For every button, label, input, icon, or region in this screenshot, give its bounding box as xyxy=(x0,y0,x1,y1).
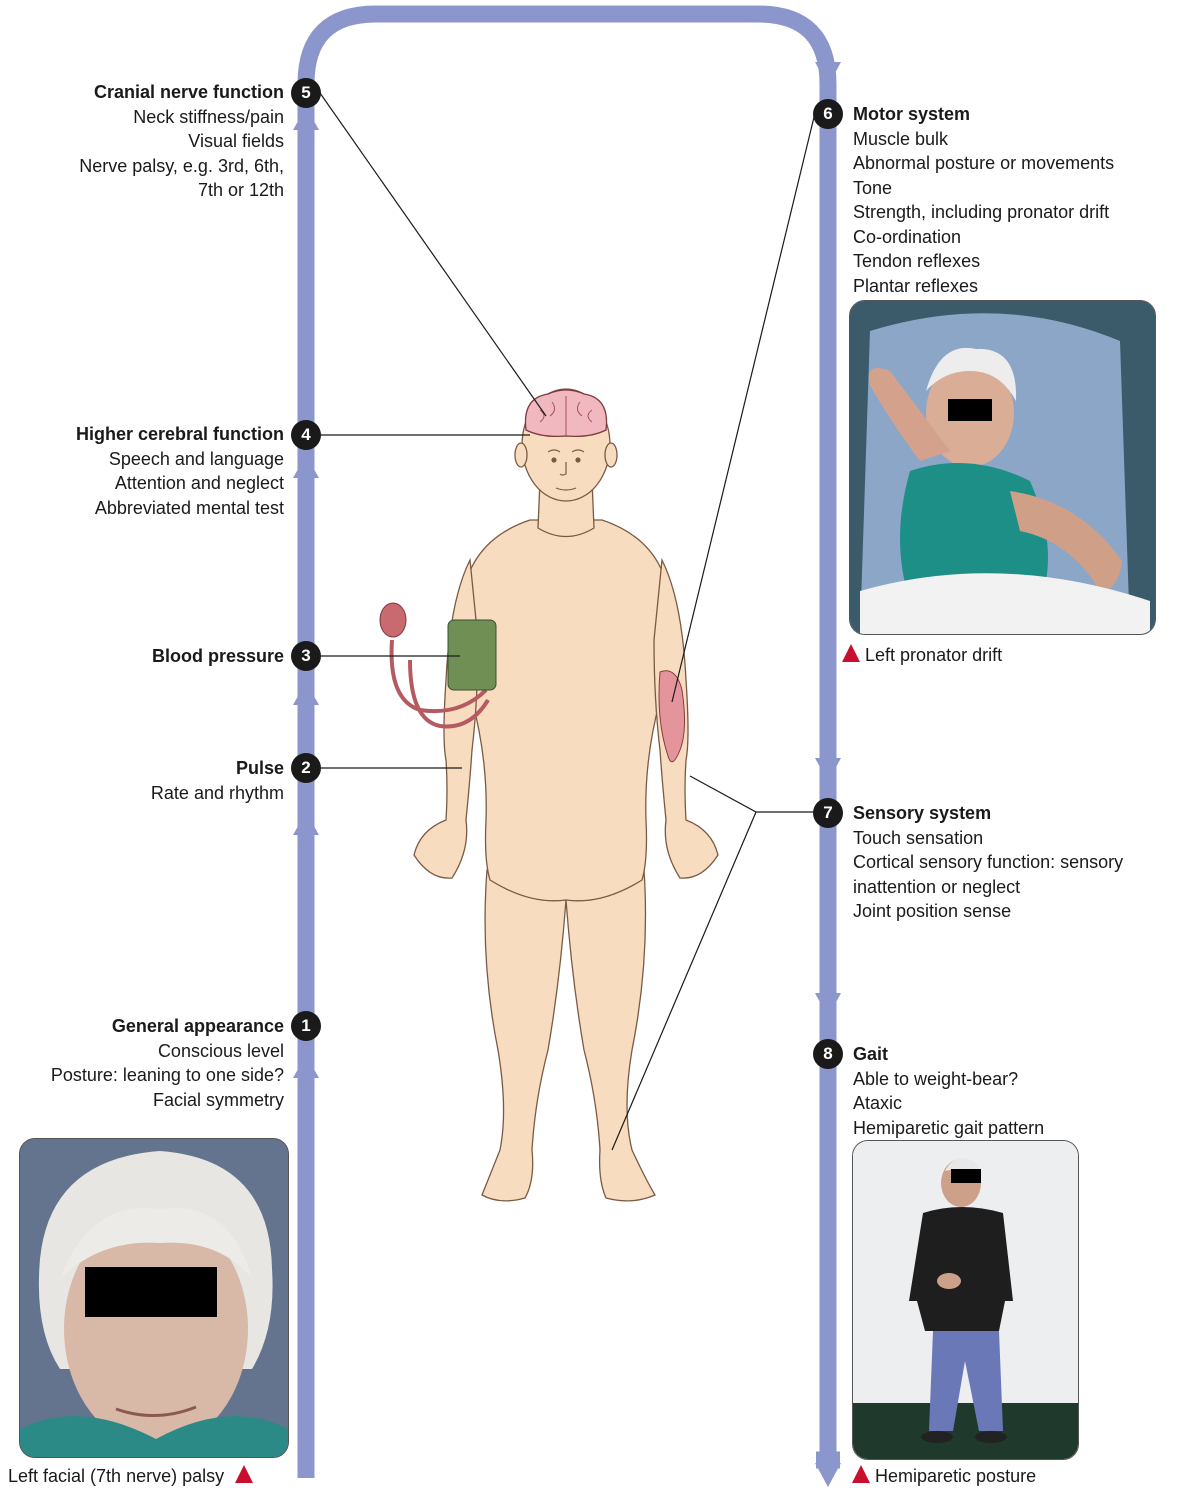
up-arrowhead xyxy=(293,1055,319,1078)
down-arrowhead xyxy=(815,62,841,86)
step-badge-3: 3 xyxy=(291,641,321,671)
caption-text: Hemiparetic posture xyxy=(875,1466,1036,1486)
caption-text: Left facial (7th nerve) palsy xyxy=(8,1466,224,1486)
step-1-block: General appearance Conscious level Postu… xyxy=(0,1014,284,1112)
step-badge-4: 4 xyxy=(291,420,321,450)
up-arrowhead xyxy=(293,455,319,478)
step-1-line: Posture: leaning to one side? xyxy=(0,1063,284,1088)
up-arrowhead xyxy=(293,812,319,835)
caption-pronator-drift: Left pronator drift xyxy=(842,644,1002,666)
step-5-title: Cranial nerve function xyxy=(0,80,284,105)
red-triangle-marker-icon xyxy=(235,1465,253,1483)
step-6-line: Co-ordination xyxy=(853,225,1183,250)
step-8-line: Ataxic xyxy=(853,1091,1183,1116)
brain-icon xyxy=(525,390,606,436)
step-5-line: Visual fields xyxy=(0,129,284,154)
step-6-line: Abnormal posture or movements xyxy=(853,151,1183,176)
step-7-block: Sensory system Touch sensation Cortical … xyxy=(853,801,1187,924)
redaction-bar xyxy=(951,1169,981,1183)
step-1-line: Facial symmetry xyxy=(0,1088,284,1113)
photo-pronator-drift xyxy=(849,300,1156,635)
step-8-line: Able to weight-bear? xyxy=(853,1067,1183,1092)
red-triangle-marker-icon xyxy=(842,644,860,662)
step-badge-5: 5 xyxy=(291,78,321,108)
step-2-line: Rate and rhythm xyxy=(24,781,284,806)
step-6-block: Motor system Muscle bulk Abnormal postur… xyxy=(853,102,1183,298)
step-7-line: inattention or neglect xyxy=(853,875,1187,900)
step-8-block: Gait Able to weight-bear? Ataxic Hemipar… xyxy=(853,1042,1183,1140)
body-torso xyxy=(461,520,671,901)
down-arrowhead xyxy=(815,993,841,1017)
step-6-line: Strength, including pronator drift xyxy=(853,200,1183,225)
step-7-line: Touch sensation xyxy=(853,826,1187,851)
step-badge-7: 7 xyxy=(813,798,843,828)
photo-hemiparetic-posture xyxy=(852,1140,1079,1460)
step-5-line: 7th or 12th xyxy=(0,178,284,203)
step-4-line: Attention and neglect xyxy=(0,471,284,496)
step-6-line: Tendon reflexes xyxy=(853,249,1183,274)
step-7-line: Joint position sense xyxy=(853,899,1187,924)
pronator-drift-illustration xyxy=(850,301,1155,634)
photo-facial-palsy xyxy=(19,1138,289,1458)
step-badge-8: 8 xyxy=(813,1039,843,1069)
human-body-figure xyxy=(414,389,718,1201)
step-3-block: Blood pressure xyxy=(24,644,284,669)
body-legs xyxy=(482,870,655,1201)
up-arrowhead xyxy=(293,682,319,705)
caption-hemiparetic-posture: Hemiparetic posture xyxy=(852,1465,1036,1487)
step-badge-2: 2 xyxy=(291,753,321,783)
down-arrowhead xyxy=(815,1463,841,1487)
step-3-title: Blood pressure xyxy=(24,644,284,669)
step-4-line: Abbreviated mental test xyxy=(0,496,284,521)
step-2-title: Pulse xyxy=(24,756,284,781)
caption-facial-palsy: Left facial (7th nerve) palsy xyxy=(8,1465,253,1487)
redaction-bar xyxy=(948,399,992,421)
step-8-title: Gait xyxy=(853,1042,1183,1067)
step-4-title: Higher cerebral function xyxy=(0,422,284,447)
red-triangle-marker-icon xyxy=(852,1465,870,1483)
up-arrowhead xyxy=(293,107,319,130)
step-badge-1: 1 xyxy=(291,1011,321,1041)
step-5-block: Cranial nerve function Neck stiffness/pa… xyxy=(0,80,284,203)
step-5-line: Neck stiffness/pain xyxy=(0,105,284,130)
caption-text: Left pronator drift xyxy=(865,645,1002,665)
step-8-line: Hemiparetic gait pattern xyxy=(853,1116,1183,1141)
step-6-line: Plantar reflexes xyxy=(853,274,1183,299)
step-4-block: Higher cerebral function Speech and lang… xyxy=(0,422,284,520)
step-badge-6: 6 xyxy=(813,99,843,129)
step-7-title: Sensory system xyxy=(853,801,1187,826)
hemiparetic-posture-illustration xyxy=(853,1141,1078,1459)
redaction-bar xyxy=(85,1267,217,1317)
down-arrowhead xyxy=(815,758,841,782)
step-7-line: Cortical sensory function: sensory xyxy=(853,850,1187,875)
step-1-title: General appearance xyxy=(0,1014,284,1039)
step-6-line: Muscle bulk xyxy=(853,127,1183,152)
step-6-line: Tone xyxy=(853,176,1183,201)
step-1-line: Conscious level xyxy=(0,1039,284,1064)
step-4-line: Speech and language xyxy=(0,447,284,472)
step-5-line: Nerve palsy, e.g. 3rd, 6th, xyxy=(0,154,284,179)
step-6-title: Motor system xyxy=(853,102,1183,127)
step-2-block: Pulse Rate and rhythm xyxy=(24,756,284,805)
